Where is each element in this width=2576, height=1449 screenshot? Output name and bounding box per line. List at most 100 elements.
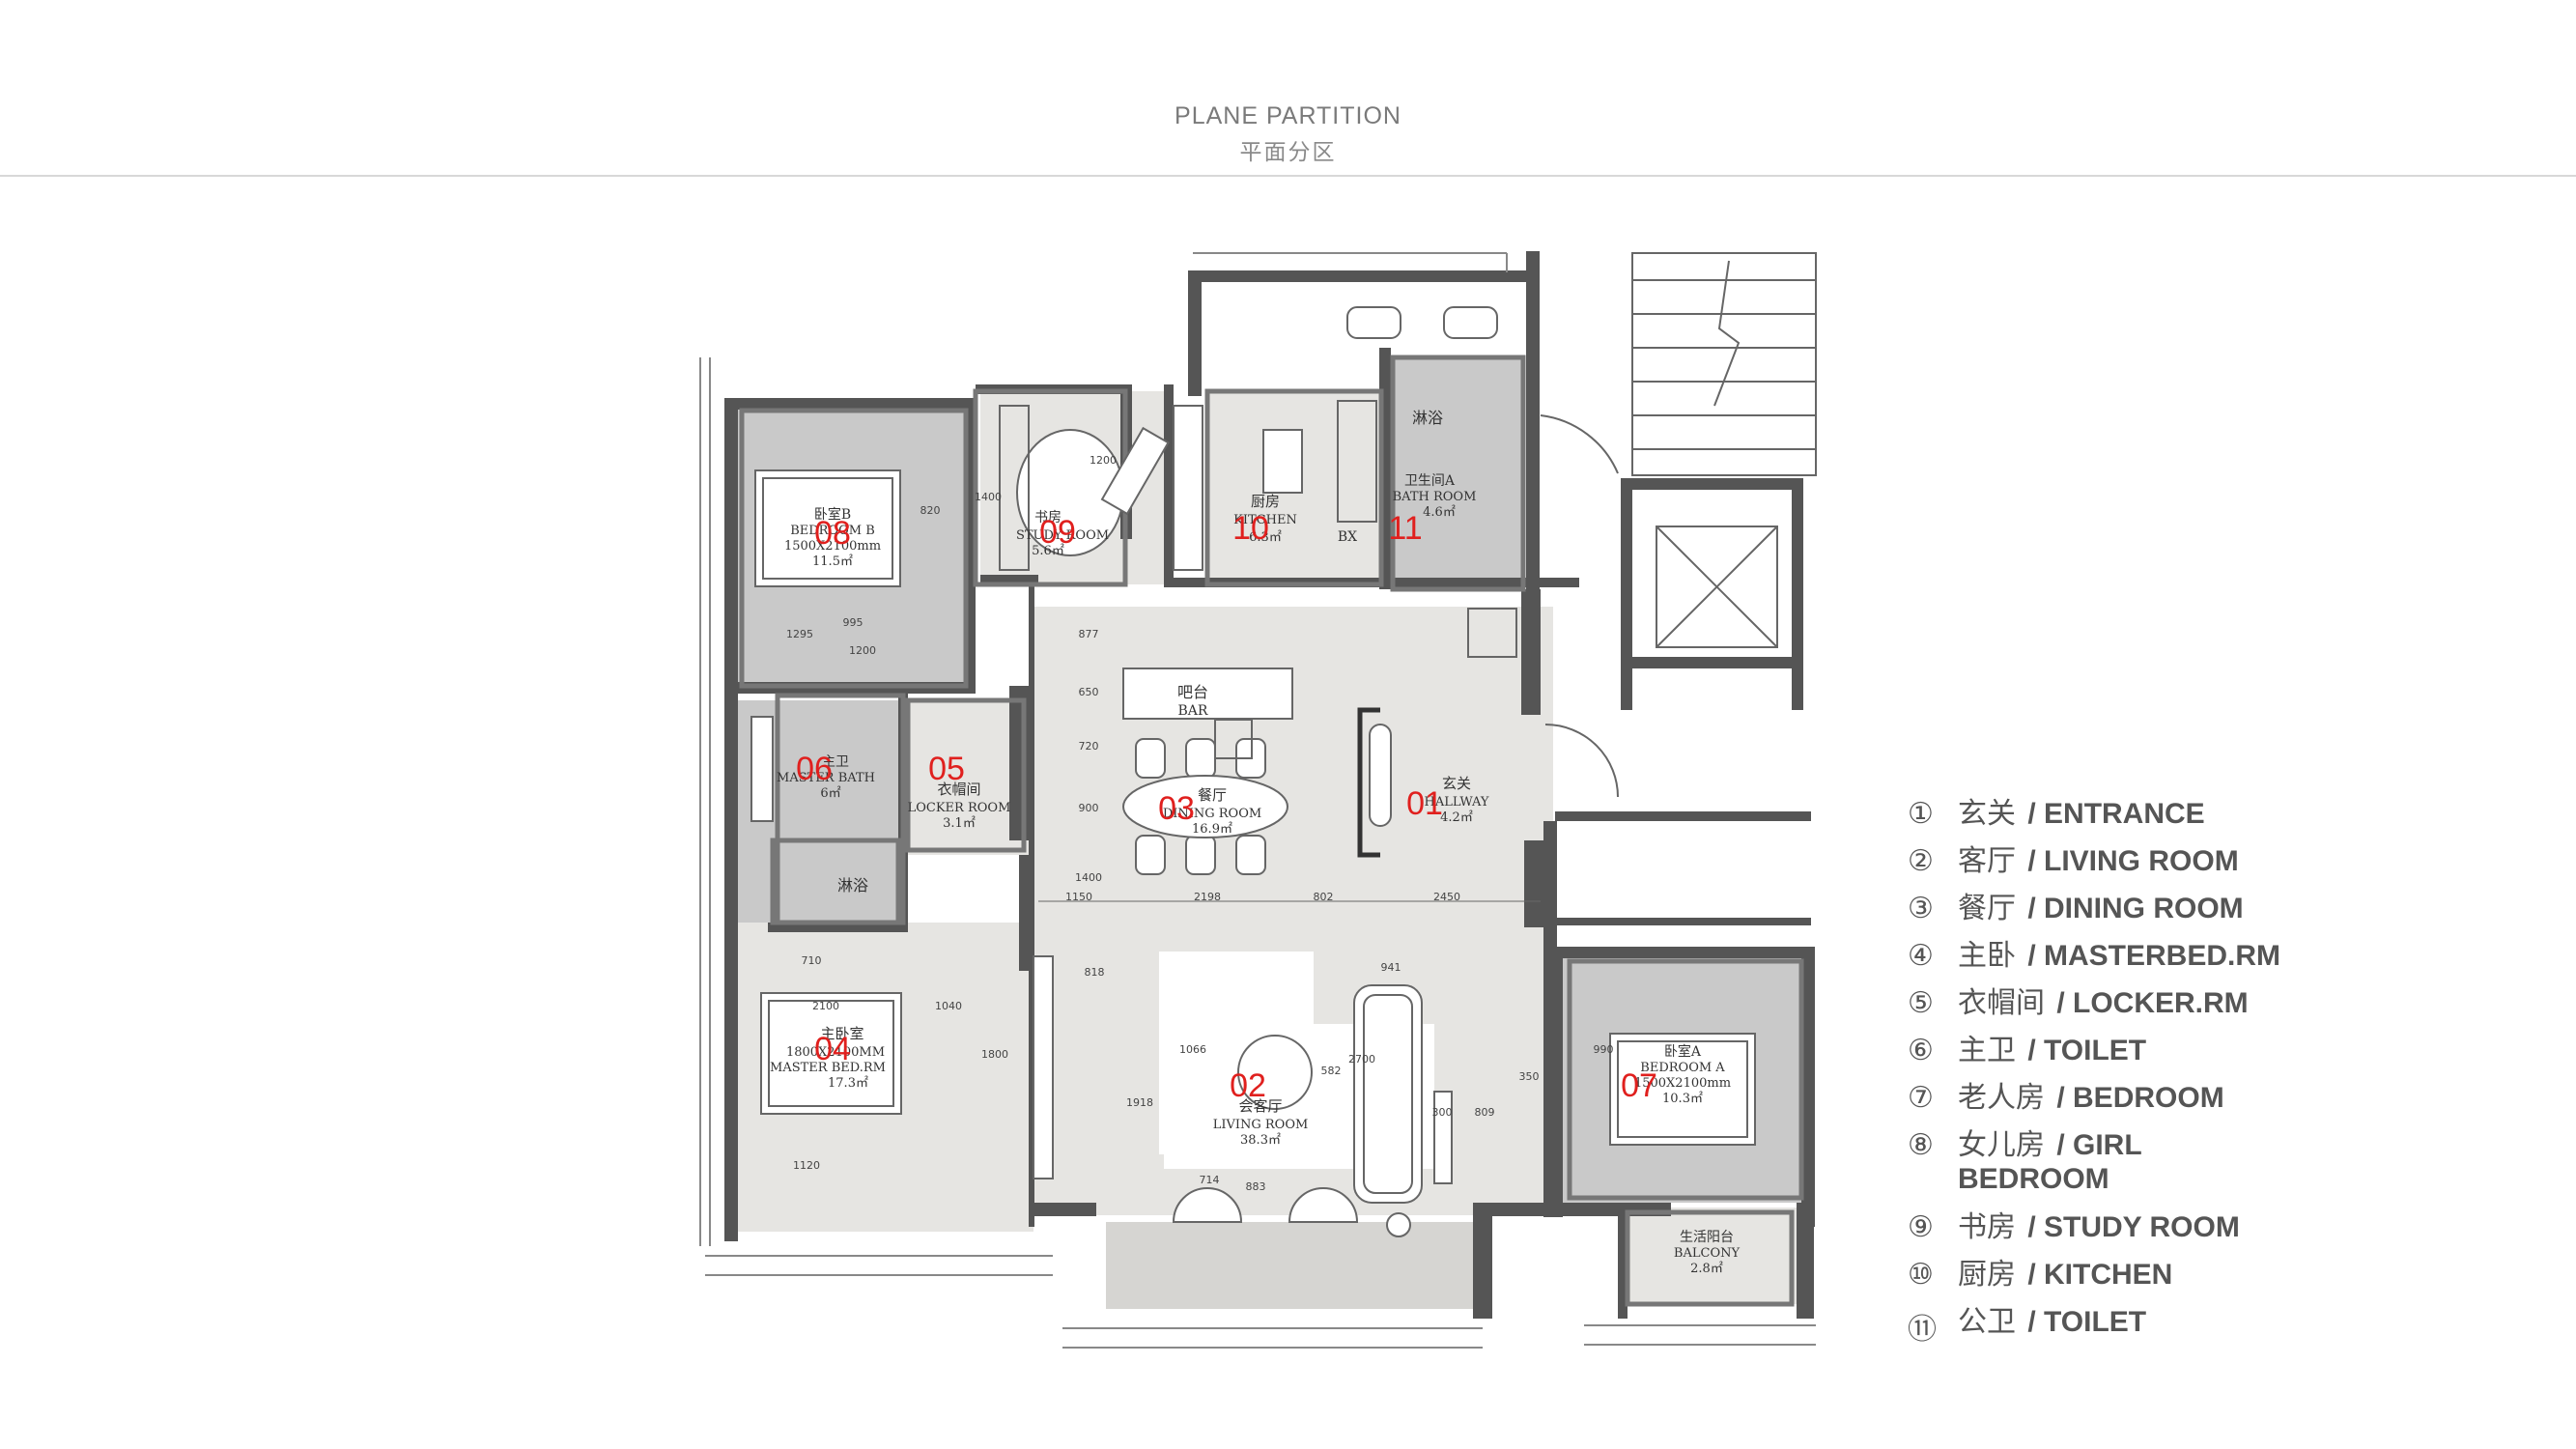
dim-1400b: 1400 [975, 491, 1002, 503]
label-master-bed-cn: 主卧室 [820, 1025, 863, 1042]
label-hallway-area: 4.2㎡ [1440, 810, 1473, 825]
windows [699, 252, 1816, 1349]
label-living-area: 38.3㎡ [1240, 1133, 1281, 1148]
dim-1120: 1120 [793, 1159, 820, 1172]
legend-num: ⑨ [1908, 1211, 1934, 1243]
label-bedroom-a-cn: 卧室A [1664, 1043, 1702, 1060]
label-living-cn: 会客厅 [1238, 1097, 1282, 1115]
label-bedroom-a-size: 1500X2100mm [1634, 1076, 1731, 1091]
legend-en: DINING ROOM [2044, 893, 2244, 924]
stair-elevator [1540, 252, 1817, 798]
label-master-bath-area: 6㎡ [820, 786, 840, 801]
dim-883: 883 [1246, 1180, 1266, 1193]
dim-582: 582 [1321, 1065, 1342, 1077]
label-master-bath-en: MASTER BATH [777, 771, 875, 785]
dimensions: 1150 2198 802 2450 941 1918 2700 582 883… [786, 454, 1614, 1193]
legend-cn: 餐厅 [1958, 892, 2016, 925]
furniture [750, 306, 1756, 1237]
room-number-07: 07 [1621, 1067, 1657, 1104]
legend-en: GIRL BEDROOM [1958, 1129, 2142, 1195]
dim-300: 300 [1432, 1106, 1453, 1119]
label-shower-1: 淋浴 [1412, 409, 1443, 427]
dim-1200: 1200 [849, 644, 876, 657]
room-number-08: 08 [814, 515, 851, 552]
legend-num: ② [1908, 845, 1934, 877]
label-bedroom-b-size: 1500X2100mm [784, 539, 881, 554]
legend-num: ⑧ [1908, 1129, 1934, 1161]
label-kitchen-area: 6.3㎡ [1249, 530, 1282, 545]
dim-941: 941 [1381, 961, 1401, 974]
legend-en: KITCHEN [2044, 1259, 2173, 1291]
label-balcony-area: 2.8㎡ [1690, 1262, 1723, 1276]
legend-en: MASTERBED.RM [2044, 940, 2281, 972]
dim-714: 714 [1200, 1174, 1220, 1186]
page-title-cn: 平面分区 [1239, 140, 1337, 165]
dim-809: 809 [1475, 1106, 1495, 1119]
label-dining-cn: 餐厅 [1198, 786, 1227, 804]
legend-cn: 客厅 [1958, 844, 2016, 878]
room-number-02: 02 [1230, 1067, 1266, 1104]
legend-num: ④ [1908, 940, 1934, 972]
legend-cn: 衣帽间 [1958, 986, 2045, 1020]
room-numbers: 08 09 10 11 06 05 03 01 04 02 07 [796, 510, 1657, 1104]
label-bar-en: BAR [1178, 703, 1208, 719]
dim-1400: 1400 [1075, 871, 1102, 884]
header-divider [0, 175, 2576, 177]
label-bedroom-a-area: 10.3㎡ [1662, 1092, 1703, 1106]
legend-cn: 主卫 [1958, 1034, 2016, 1067]
dim-2198: 2198 [1194, 891, 1221, 903]
legend-num: ⑤ [1908, 987, 1934, 1019]
label-locker-en: LOCKER ROOM [908, 801, 1011, 815]
label-bath-a-cn: 卫生间A [1404, 473, 1456, 489]
partitions [739, 355, 1804, 1307]
label-kitchen-en: KITCHEN [1233, 513, 1297, 527]
legend-num: ⑪ [1908, 1314, 1937, 1346]
room-number-04: 04 [814, 1031, 851, 1067]
label-locker-area: 3.1㎡ [943, 816, 976, 831]
legend-en: STUDY ROOM [2044, 1211, 2240, 1243]
legend-en: LOCKER.RM [2073, 987, 2249, 1019]
legend-en: TOILET [2044, 1306, 2147, 1338]
legend-cn: 女儿房 [1958, 1128, 2045, 1162]
dim-1918: 1918 [1126, 1096, 1153, 1109]
label-balcony-en: BALCONY [1674, 1246, 1741, 1261]
legend-en: ENTRANCE [2044, 798, 2205, 830]
dim-820: 820 [920, 504, 941, 517]
dim-2450: 2450 [1433, 891, 1460, 903]
dim-2700: 2700 [1348, 1053, 1375, 1065]
label-study-en: STUDY ROOM [1016, 528, 1109, 543]
dim-990: 990 [1594, 1043, 1614, 1056]
label-bedroom-b-area: 11.5㎡ [812, 554, 853, 569]
label-kitchen-cn: 厨房 [1251, 493, 1280, 510]
page-header: PLANE PARTITION 平面分区 [0, 0, 2576, 177]
label-bath-a-en: BATH ROOM [1393, 490, 1477, 504]
label-living-en: LIVING ROOM [1213, 1118, 1309, 1132]
dim-1800: 1800 [981, 1048, 1008, 1061]
dim-2100: 2100 [812, 1000, 839, 1012]
legend-en: LIVING ROOM [2044, 845, 2239, 877]
dim-650: 650 [1079, 686, 1099, 698]
dim-1066: 1066 [1179, 1043, 1206, 1056]
room-number-06: 06 [796, 751, 833, 787]
label-study-cn: 书房 [1034, 510, 1062, 526]
room-number-03: 03 [1158, 790, 1195, 827]
room-number-10: 10 [1232, 510, 1269, 547]
legend-cn: 公卫 [1958, 1305, 2016, 1339]
legend-num: ⑩ [1908, 1259, 1934, 1291]
label-shower-2: 淋浴 [837, 876, 868, 895]
label-bx: BX [1338, 529, 1357, 545]
label-bath-a-area: 4.6㎡ [1423, 505, 1456, 520]
label-bedroom-b-cn: 卧室B [814, 506, 851, 523]
dim-710: 710 [802, 954, 822, 967]
dim-350: 350 [1519, 1070, 1540, 1083]
dim-1040: 1040 [935, 1000, 962, 1012]
